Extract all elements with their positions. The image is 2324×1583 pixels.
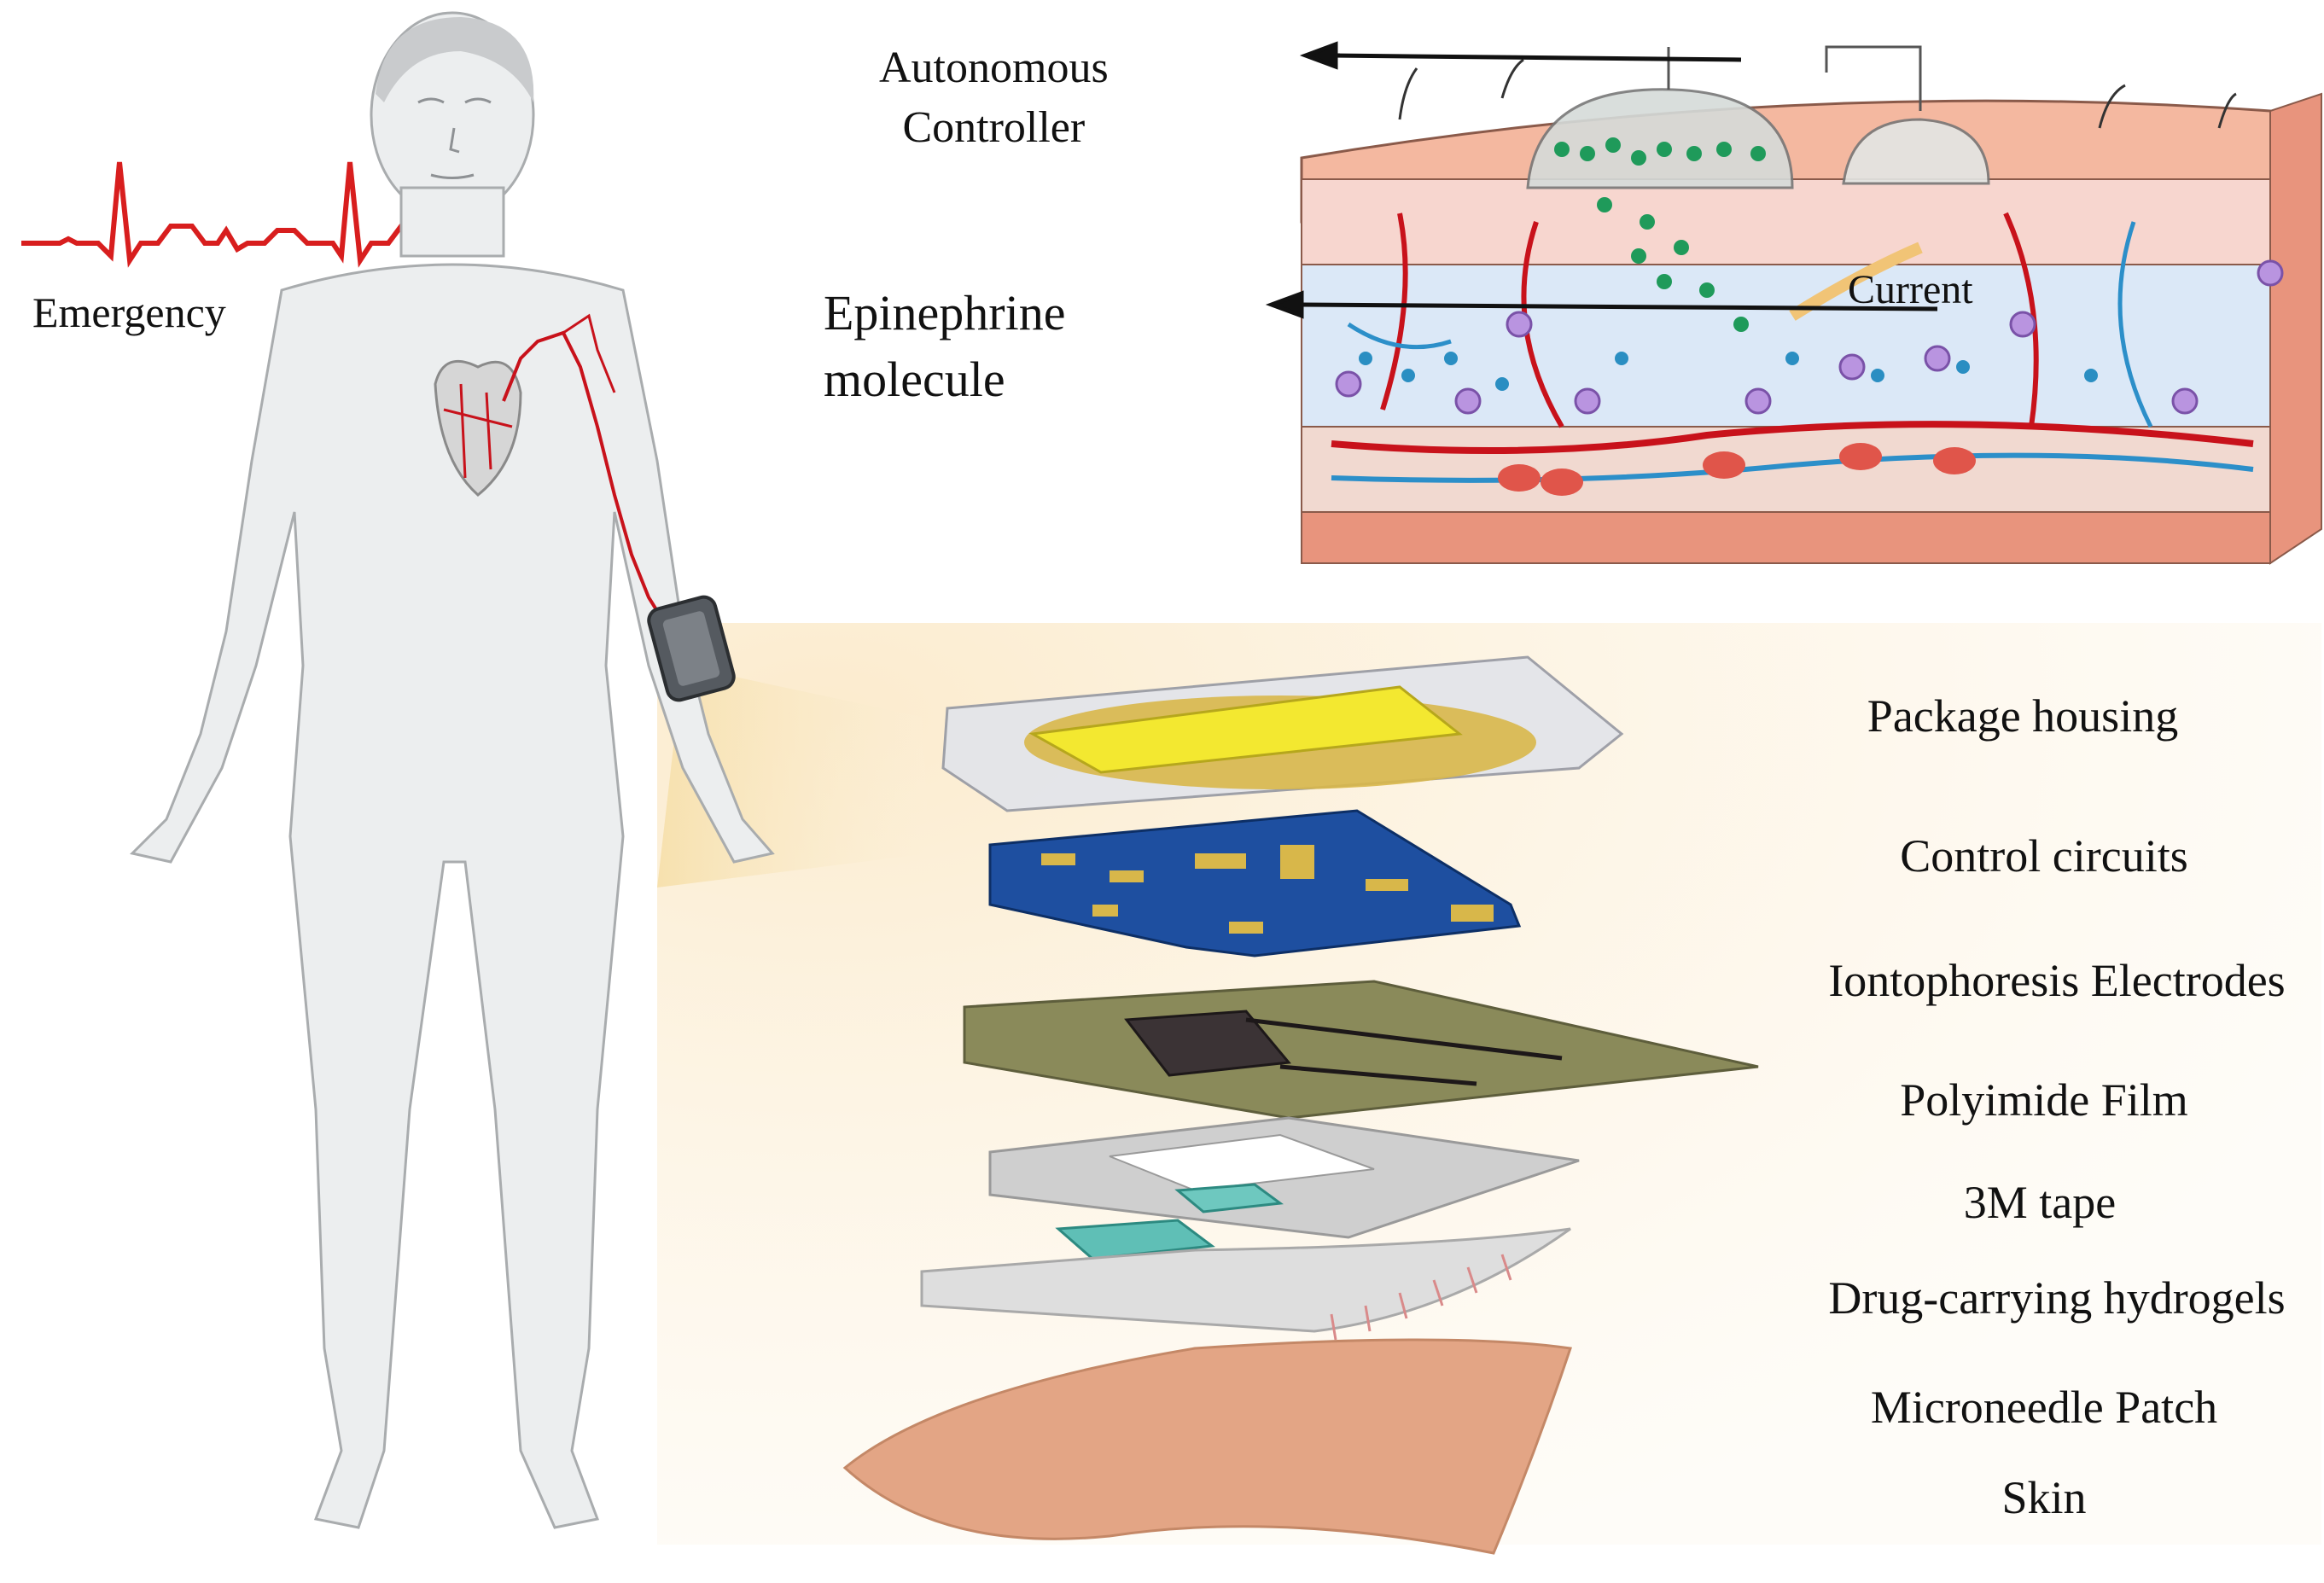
layer-label-microneedle-patch: Microneedle Patch (1870, 1382, 2218, 1433)
layer-microneedle-patch (920, 1227, 1571, 1333)
layer-iontophoresis-electrodes (1124, 1010, 1291, 1077)
hair (376, 17, 534, 102)
layer-polyimide-film (963, 980, 1759, 1120)
autonomous-controller-label: Autonomous Controller (879, 38, 1109, 158)
face-features (417, 97, 492, 179)
skin-cross-section (1300, 45, 2322, 565)
layer-skin (842, 1338, 1572, 1555)
device-layers (842, 655, 1759, 1555)
artery-branch (562, 313, 616, 393)
autonomous-controller-line-2: Controller (902, 103, 1086, 152)
ecg-trace (21, 161, 452, 268)
layer-label-package-housing: Package housing (1867, 690, 2179, 742)
layer-label-drug-carrying-hydrogels: Drug-carrying hydrogels (1828, 1272, 2286, 1324)
epinephrine-molecule-line-1: Epinephrine (824, 285, 1066, 340)
emergency-label: Emergency (32, 288, 226, 336)
layer-label-iontophoresis-electrodes: Iontophoresis Electrodes (1828, 955, 2286, 1006)
heart-illustration (434, 359, 522, 497)
wrist-device (647, 595, 736, 702)
epinephrine-molecule-line-2: molecule (824, 352, 1005, 407)
artery-line (502, 330, 672, 633)
autonomous-controller-line-1: Autonomous (879, 44, 1109, 92)
layer-label-control-circuits: Control circuits (1900, 830, 2188, 882)
layer-label-polyimide-film: Polyimide Film (1900, 1074, 2188, 1126)
current-label: Current (1848, 267, 1973, 312)
layer-drug-carrying-hydrogels (1055, 1219, 1215, 1260)
layer-control-circuits (988, 809, 1522, 957)
label-arrows (1265, 41, 1938, 319)
layer-label-3m-tape: 3M tape (1963, 1177, 2117, 1228)
layer-label-skin: Skin (2001, 1472, 2087, 1523)
epinephrine-molecule-label: Epinephrine molecule (824, 280, 1065, 413)
